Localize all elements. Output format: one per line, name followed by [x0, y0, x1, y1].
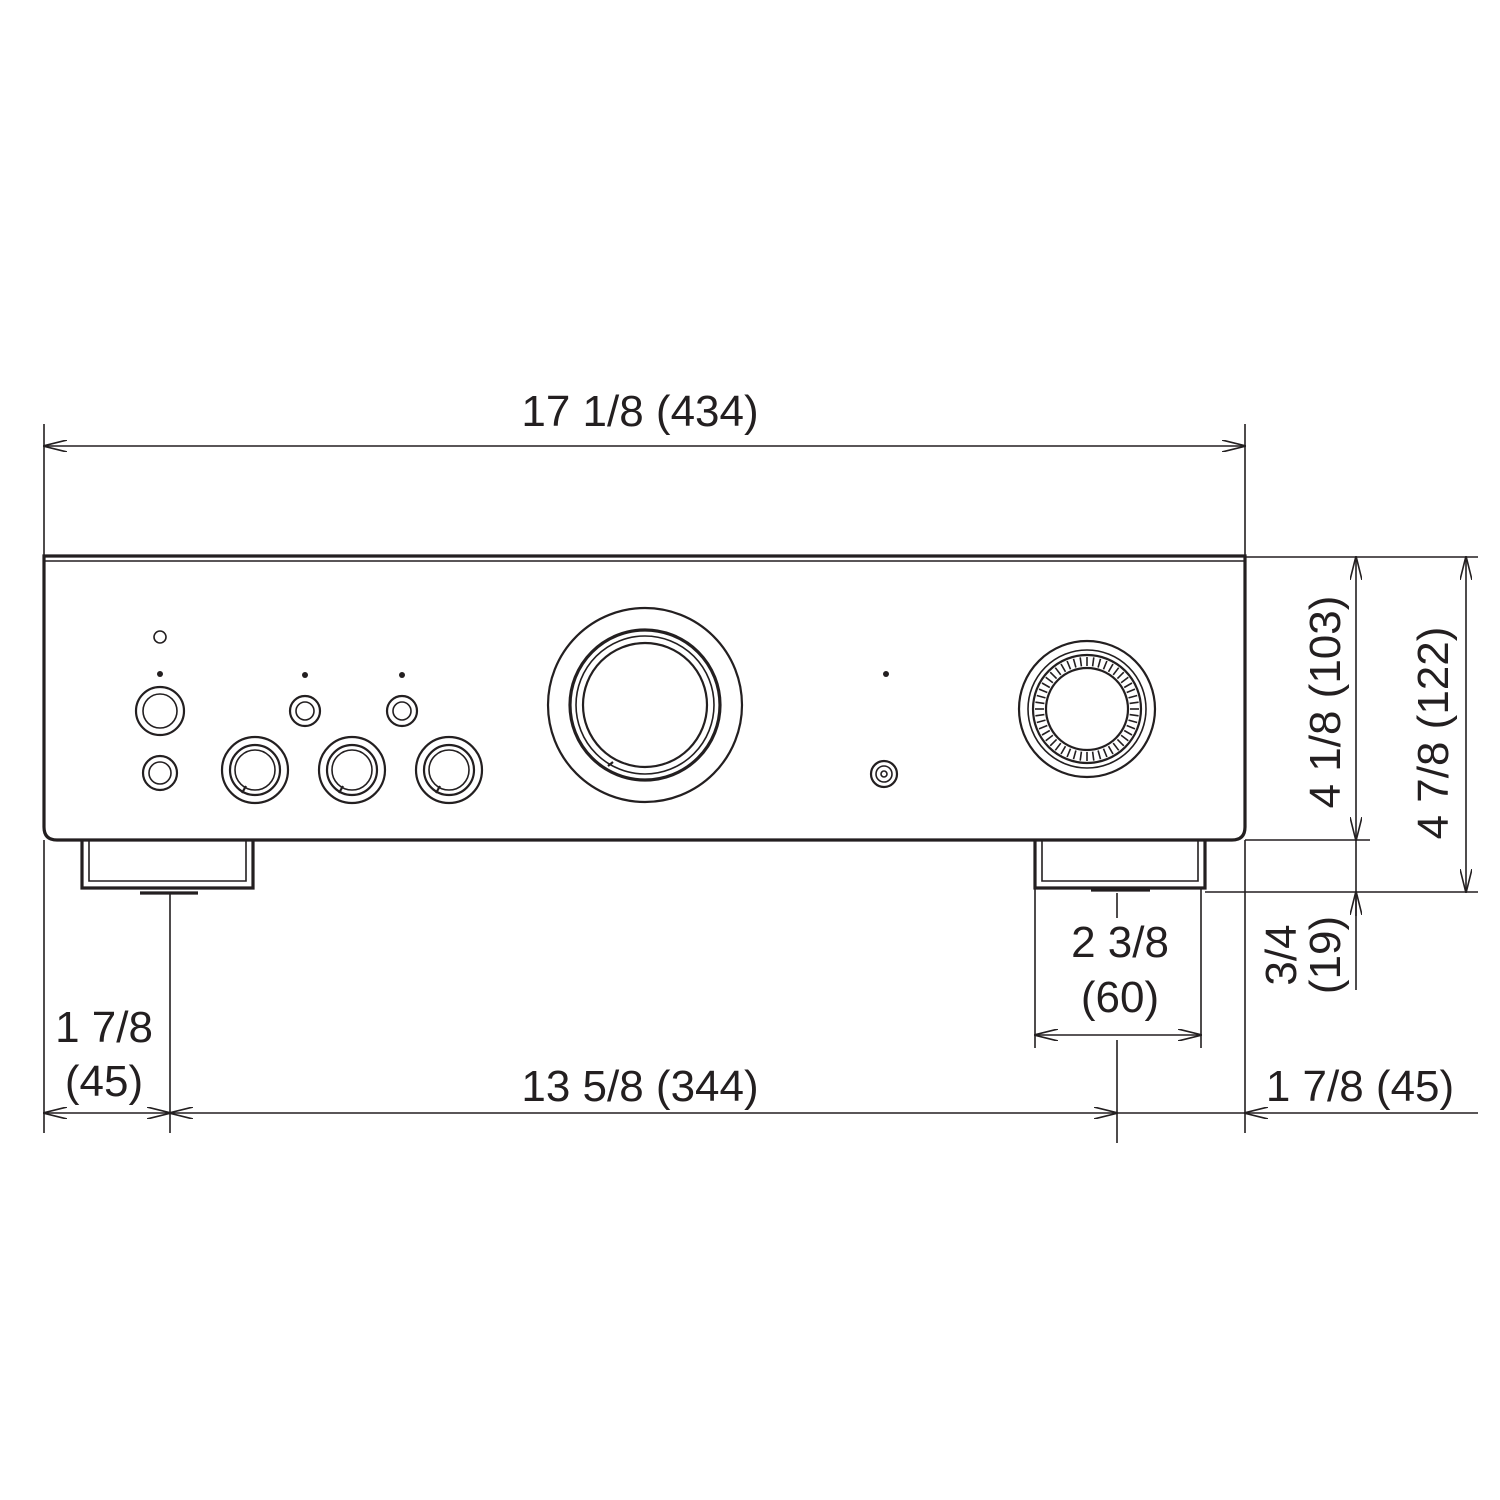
knurl-tick: [1049, 738, 1058, 747]
knurl-tick: [1107, 663, 1114, 673]
left-foot: [80, 840, 255, 895]
knurl-tick: [1126, 688, 1136, 694]
knurl-tick: [1102, 748, 1108, 758]
knurl-tick: [1072, 658, 1077, 668]
knurl-tick: [1060, 663, 1067, 673]
indicator-dot: [157, 671, 163, 677]
knurl-tick: [1091, 657, 1095, 667]
knurl-tick: [1049, 671, 1058, 680]
knurl-tick: [1054, 667, 1062, 676]
foot-width-inch-label: 2 3/8: [1071, 918, 1169, 967]
knurl-tick: [1035, 701, 1045, 705]
knurl-tick: [1112, 667, 1120, 676]
dimension-labels: 17 1/8 (434) 4 1/8 (103) 4 7/8 (122) 3/4…: [55, 387, 1458, 1111]
foot-height-inch-label: 3/4: [1257, 924, 1306, 985]
knurl-tick: [1091, 751, 1095, 761]
knurl-tick: [1038, 688, 1048, 694]
left-offset-mm-label: (45): [65, 1057, 143, 1106]
amplifier-chassis: [42, 554, 1247, 842]
overall-height-label: 4 7/8 (122): [1409, 627, 1458, 840]
knurl-tick: [1112, 742, 1120, 751]
knurl-tick: [1045, 734, 1054, 742]
knurl-tick: [1079, 657, 1083, 667]
knurl-tick: [1120, 676, 1129, 684]
power-button: [134, 685, 186, 737]
treble-knob: [317, 735, 387, 805]
indicator-dot: [399, 672, 405, 678]
phones-jack: [141, 754, 179, 792]
overall-width-label: 17 1/8 (434): [521, 387, 758, 436]
foot-spacing-label: 13 5/8 (344): [521, 1062, 758, 1111]
knurl-tick: [1126, 724, 1136, 730]
knurl-tick: [1066, 660, 1072, 670]
mode-button: [385, 694, 419, 728]
knurl-tick: [1079, 751, 1083, 761]
knurl-tick: [1097, 658, 1102, 668]
indicator-dot: [883, 671, 889, 677]
knurl-tick: [1107, 745, 1114, 755]
knurl-tick: [1036, 719, 1046, 724]
dimension-lines: [44, 424, 1478, 1143]
knurl-tick: [1035, 713, 1045, 717]
knurl-tick: [1041, 682, 1051, 689]
knurl-tick: [1038, 724, 1048, 730]
knurl-tick: [1054, 742, 1062, 751]
knurl-tick: [1129, 701, 1139, 705]
volume-knob: [1017, 639, 1157, 779]
foot-width-mm-label: (60): [1081, 973, 1159, 1022]
right-offset-label: 1 7/8 (45): [1266, 1062, 1454, 1111]
indicator-dot: [302, 672, 308, 678]
mode-button: [288, 694, 322, 728]
power-indicator-led: [153, 630, 167, 644]
knurl-tick: [1129, 713, 1139, 717]
knurl-tick: [1045, 676, 1054, 684]
knurl-tick: [1072, 750, 1077, 760]
left-offset-inch-label: 1 7/8: [55, 1003, 153, 1052]
knurl-tick: [1060, 745, 1067, 755]
foot-height-mm-label: (19): [1301, 916, 1350, 994]
balance-knob: [414, 735, 484, 805]
knurl-tick: [1128, 694, 1138, 699]
knurl-tick: [1123, 682, 1133, 689]
knurl-tick: [1123, 729, 1133, 736]
right-foot: [1033, 840, 1207, 892]
knurl-tick: [1120, 734, 1129, 742]
amplifier-front-view: [42, 554, 1247, 895]
knurl-tick: [1036, 694, 1046, 699]
body-height-label: 4 1/8 (103): [1301, 596, 1350, 809]
knurl-tick: [1116, 671, 1125, 680]
knurl-tick: [1128, 719, 1138, 724]
knurl-tick: [1097, 750, 1102, 760]
remote-sensor-jack: [869, 759, 899, 789]
knurl-tick: [1066, 748, 1072, 758]
bass-knob: [220, 735, 290, 805]
input-selector-knob: [546, 606, 744, 804]
knurl-tick: [1102, 660, 1108, 670]
knurl-tick: [1041, 729, 1051, 736]
knurl-tick: [1116, 738, 1125, 747]
